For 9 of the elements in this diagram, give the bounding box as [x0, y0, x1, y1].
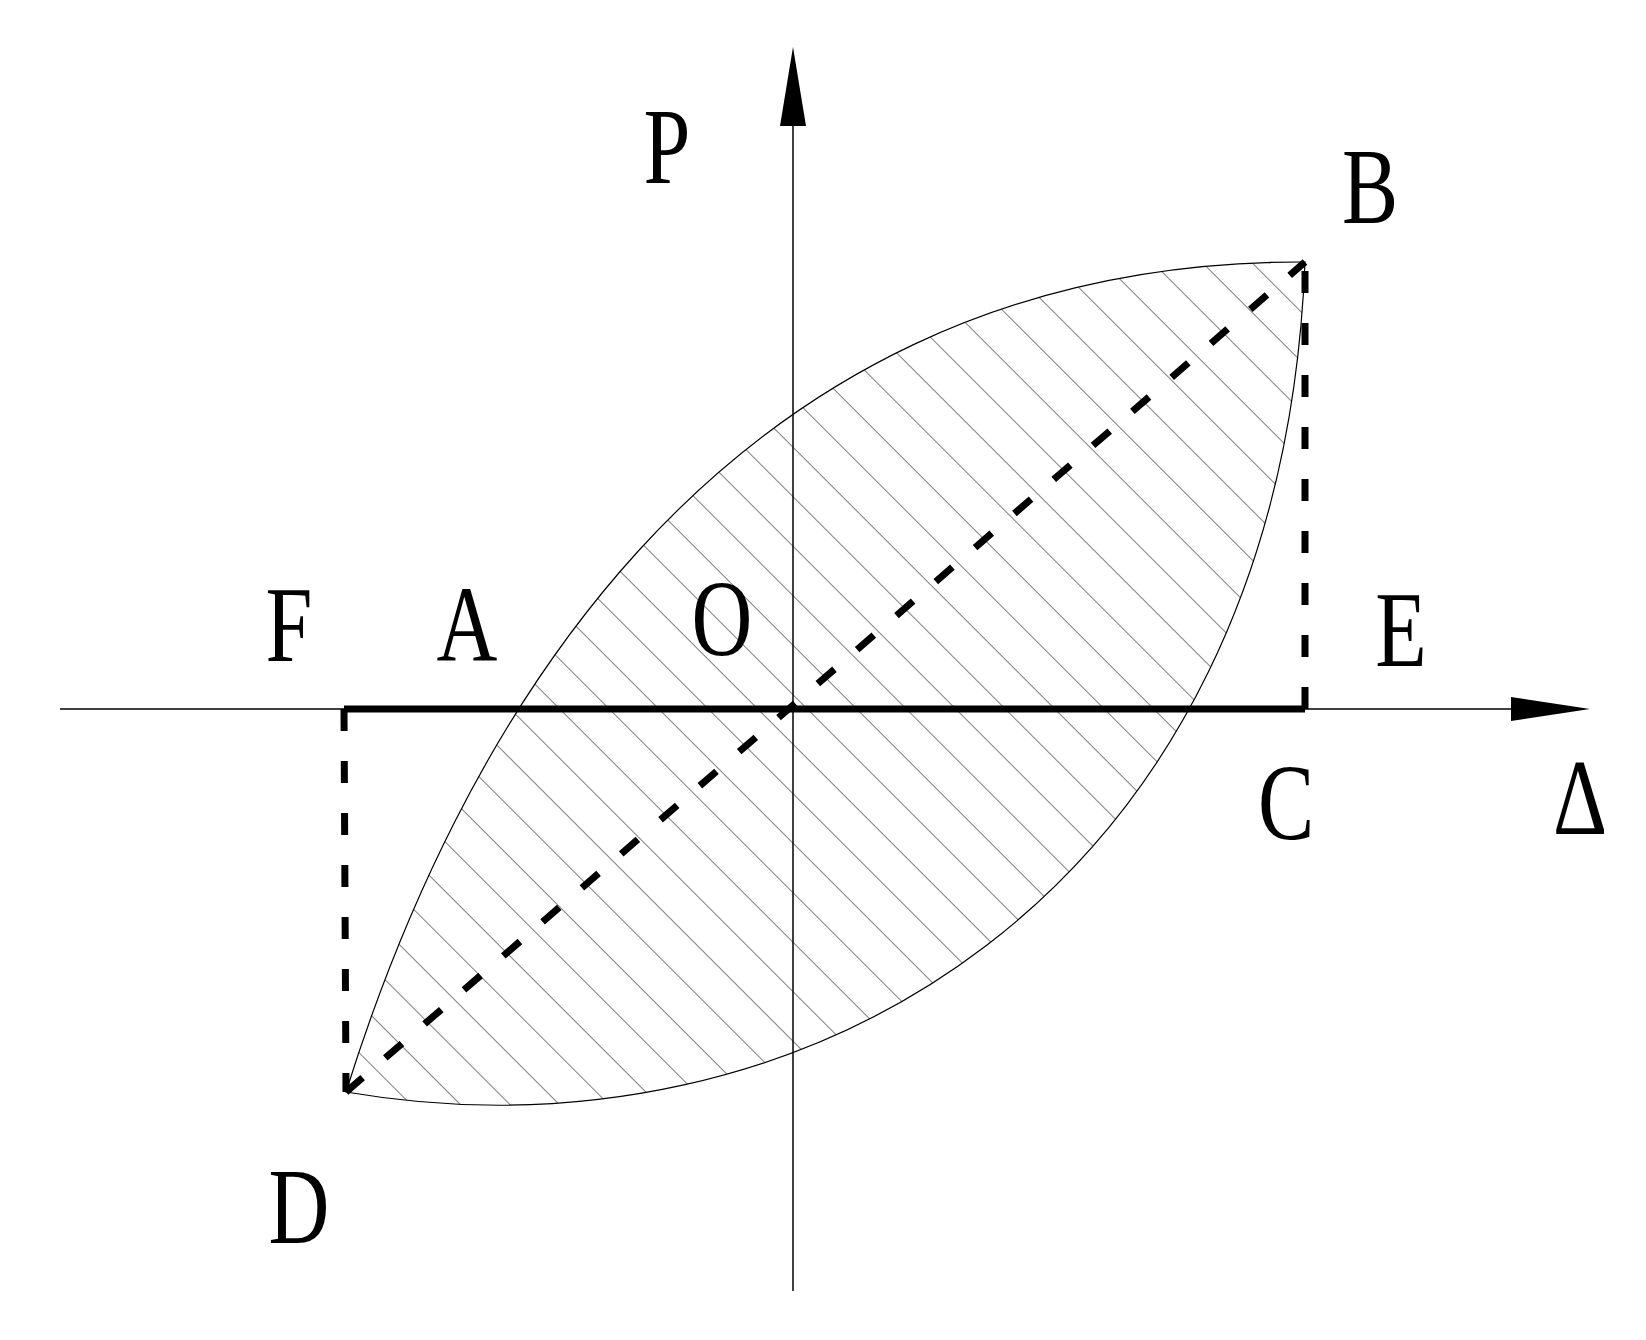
- point-label: D: [268, 1153, 330, 1261]
- point-label: P: [643, 93, 691, 201]
- point-label: F: [265, 571, 313, 679]
- point-label: Δ: [1552, 744, 1608, 852]
- point-label: B: [1341, 133, 1399, 241]
- point-label: C: [1257, 749, 1315, 857]
- point-label: O: [691, 565, 753, 673]
- point-label: A: [436, 571, 498, 679]
- point-label: E: [1375, 576, 1427, 684]
